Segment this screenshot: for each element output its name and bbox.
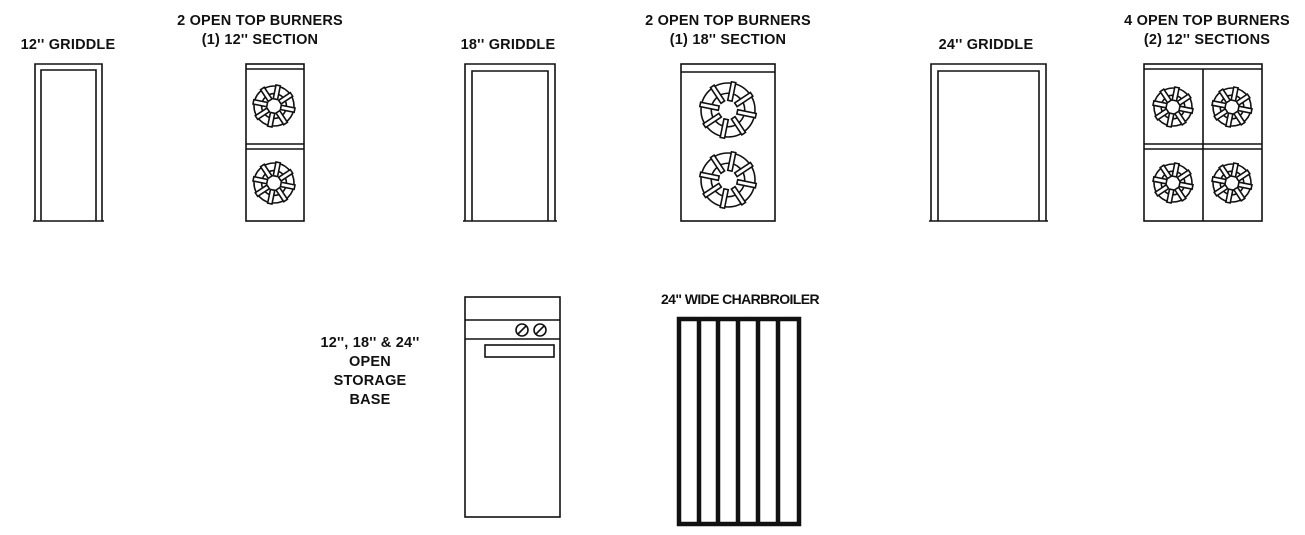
burners-2-18-label: 2 OPEN TOP BURNERS (1) 18'' SECTION xyxy=(628,12,828,50)
griddle-12-drawing xyxy=(33,63,104,222)
burners-2-18-drawing xyxy=(680,63,776,222)
control-knob-icon xyxy=(515,323,529,337)
open-burner-grate-icon xyxy=(252,161,296,205)
open-burner-grate-icon xyxy=(1211,86,1253,128)
burners-2-18-label-line1: 2 OPEN TOP BURNERS xyxy=(645,13,811,29)
burners-2-12-label-line2: (1) 12'' SECTION xyxy=(201,32,319,48)
open-burner-grate-icon xyxy=(1211,162,1253,204)
open-burner-grate-icon xyxy=(698,80,758,140)
storage-base-label-line3: STORAGE xyxy=(333,373,407,389)
open-burner-grate-icon xyxy=(252,84,296,128)
griddle-24-drawing xyxy=(929,63,1048,222)
storage-base-label-line2: OPEN xyxy=(349,354,391,370)
burners-4-label-line1: 4 OPEN TOP BURNERS xyxy=(1124,13,1290,29)
charbroiler-label: 24" WIDE CHARBROILER xyxy=(640,290,840,309)
storage-base-label-line1: 12'', 18'' & 24'' xyxy=(320,335,420,351)
open-burner-grate-icon xyxy=(698,150,758,210)
griddle-24-label: 24'' GRIDDLE xyxy=(926,36,1046,55)
charbroiler-drawing xyxy=(676,316,802,527)
burners-4-label-line2: (2) 12'' SECTIONS xyxy=(1143,32,1271,48)
burners-2-12-label: 2 OPEN TOP BURNERS (1) 12'' SECTION xyxy=(170,12,350,50)
griddle-18-label-text: 18'' GRIDDLE xyxy=(460,37,556,53)
open-burner-grate-icon xyxy=(1152,86,1194,128)
open-burner-grate-icon xyxy=(1152,162,1194,204)
griddle-18-label: 18'' GRIDDLE xyxy=(448,36,568,55)
storage-base-drawing xyxy=(464,296,561,518)
griddle-12-label: 12'' GRIDDLE xyxy=(8,36,128,55)
griddle-12-label-text: 12'' GRIDDLE xyxy=(20,37,116,53)
burners-4-label: 4 OPEN TOP BURNERS (2) 12'' SECTIONS xyxy=(1109,12,1305,50)
griddle-18-drawing xyxy=(463,63,557,222)
burners-2-12-drawing xyxy=(245,63,305,222)
charbroiler-label-text: 24" WIDE CHARBROILER xyxy=(661,291,820,307)
control-knob-icon xyxy=(533,323,547,337)
burners-4-drawing xyxy=(1143,63,1263,222)
griddle-24-label-text: 24'' GRIDDLE xyxy=(938,37,1034,53)
storage-base-label-line4: BASE xyxy=(349,392,391,408)
storage-base-label: 12'', 18'' & 24'' OPEN STORAGE BASE xyxy=(300,334,440,410)
burners-2-18-label-line2: (1) 18'' SECTION xyxy=(669,32,787,48)
burners-2-12-label-line1: 2 OPEN TOP BURNERS xyxy=(177,13,343,29)
